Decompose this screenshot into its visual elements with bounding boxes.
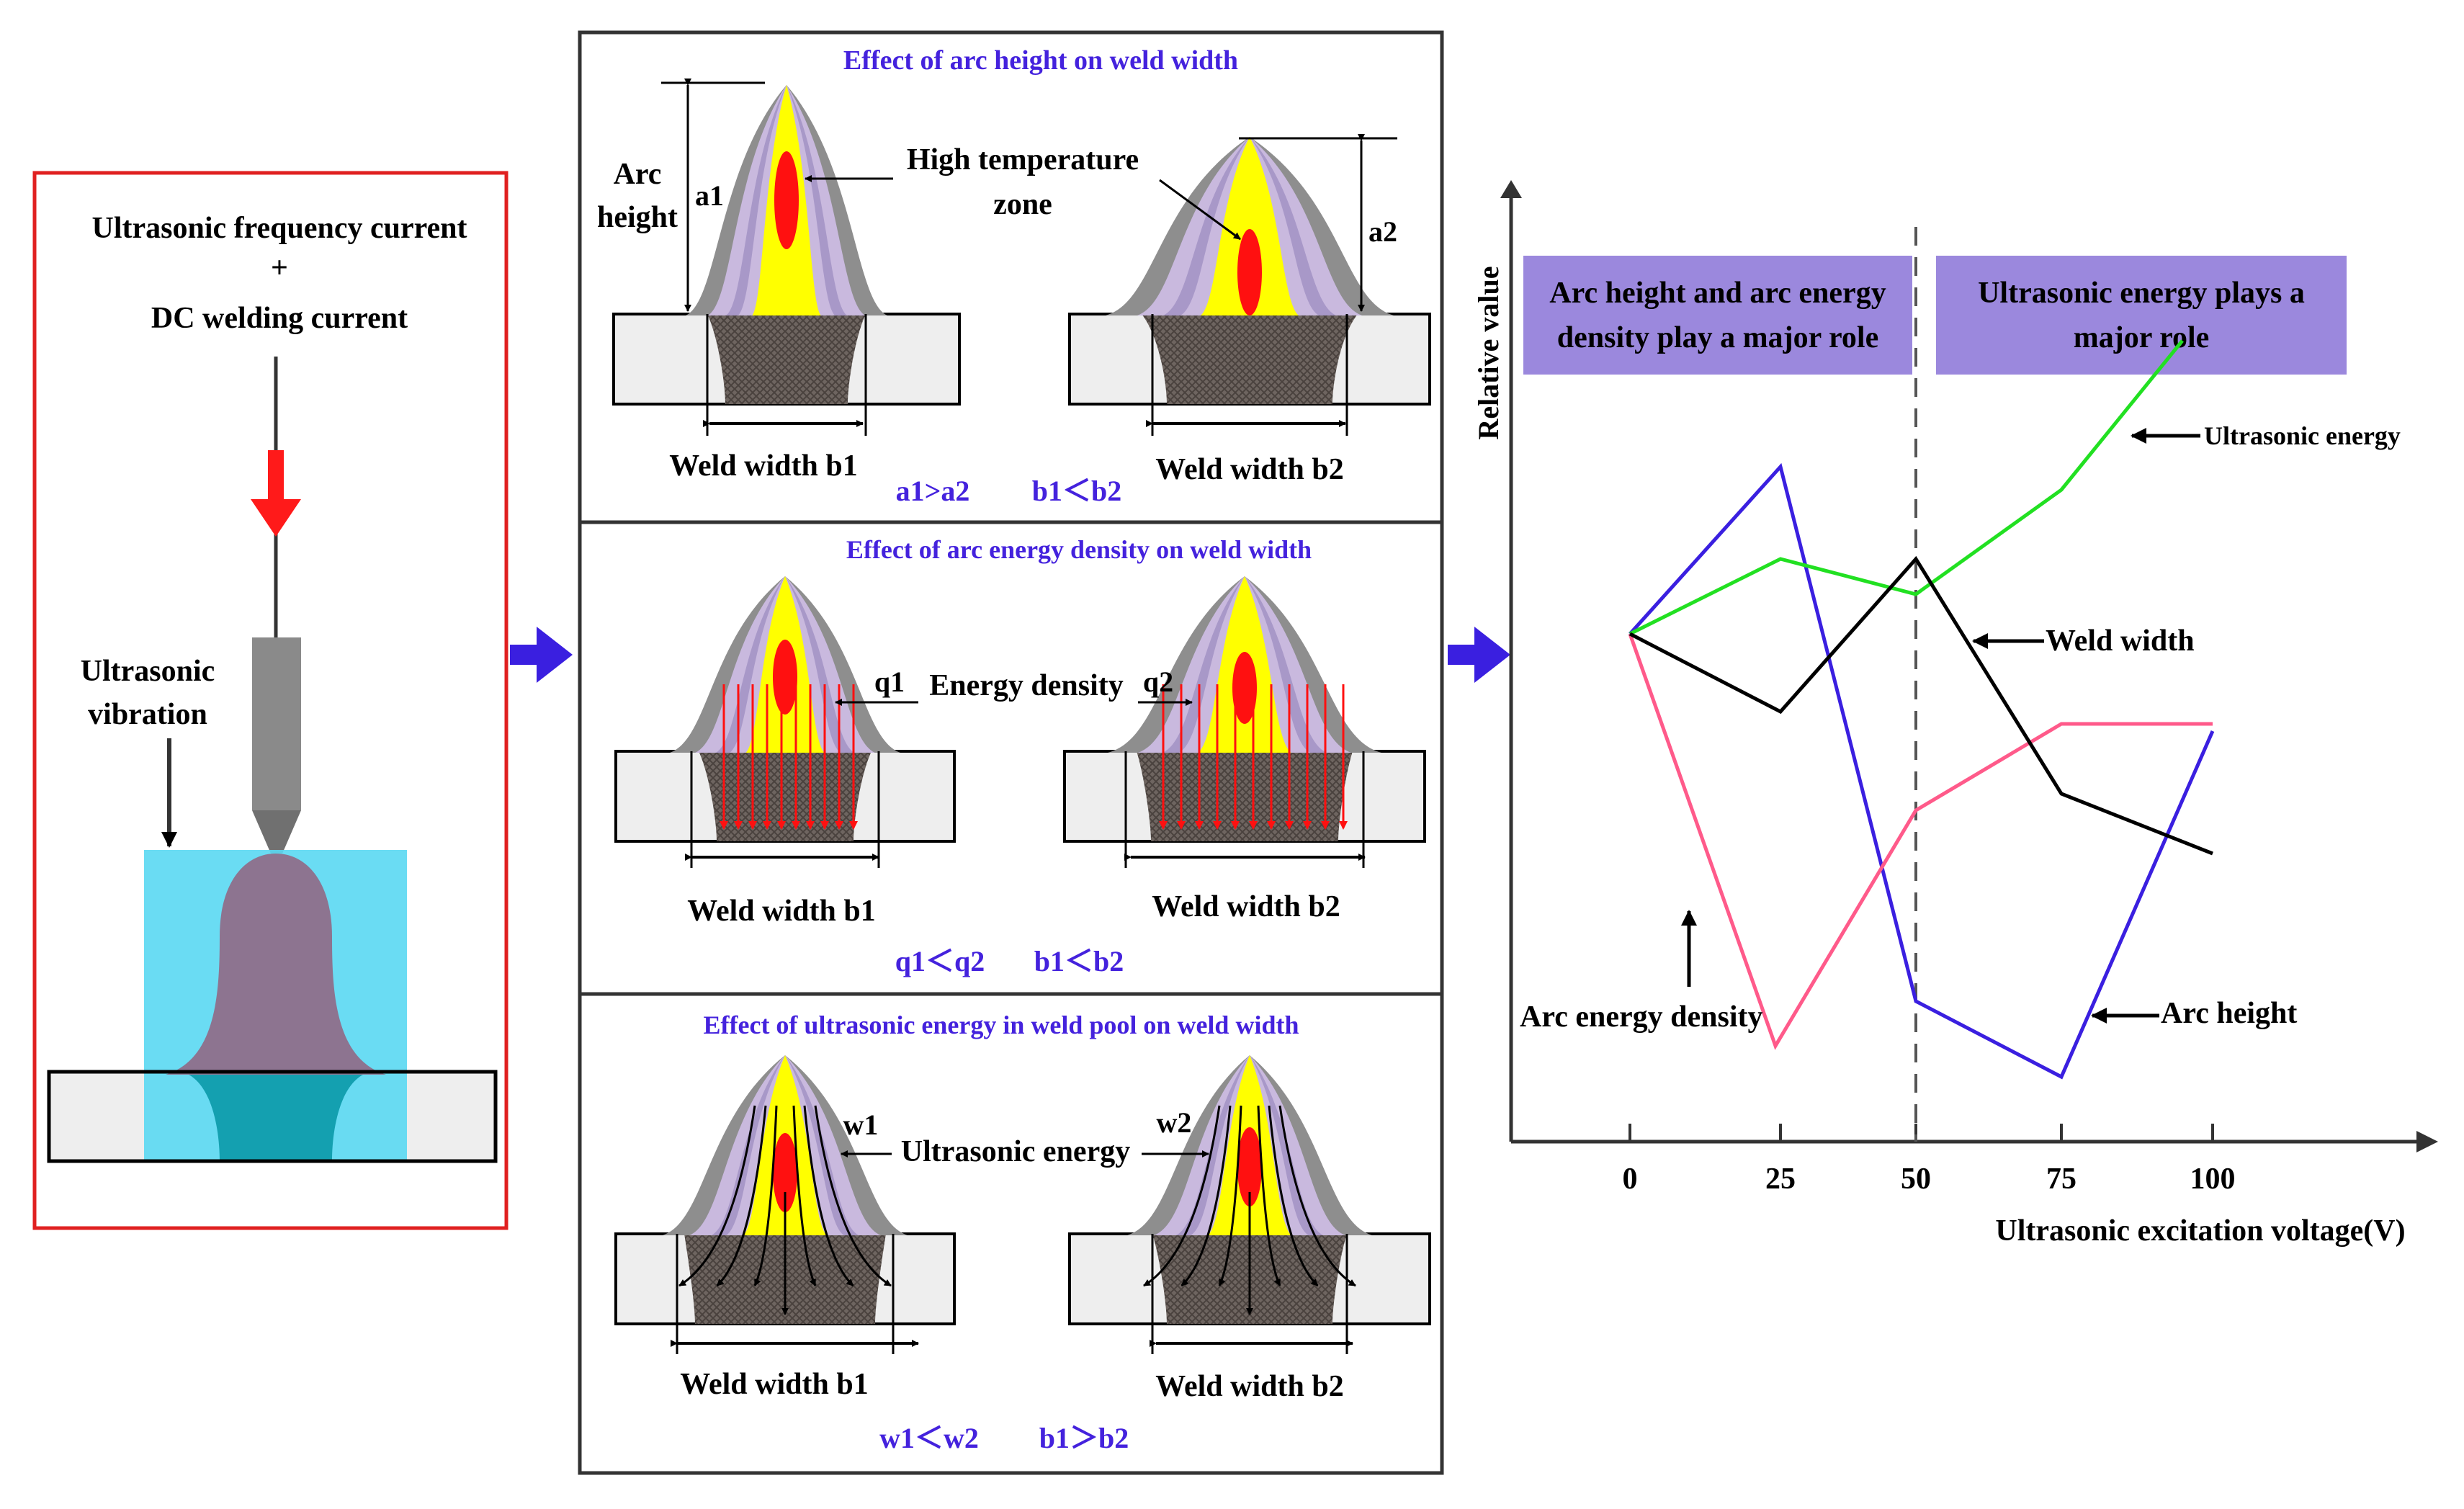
arc-energy-density-line xyxy=(1628,633,2213,1050)
vibration-label-2: vibration xyxy=(88,698,207,731)
density-device-1 xyxy=(614,576,956,868)
relation-b-1: q1＜q2 xyxy=(895,945,985,977)
density-device-2 xyxy=(1063,576,1426,868)
left-panel-frame xyxy=(32,171,509,1230)
energy-density-label: Energy density xyxy=(929,669,1124,702)
ultra-device-1 xyxy=(614,1055,956,1354)
panel-energy-density: Effect of arc energy density on weld wid… xyxy=(614,535,1426,977)
label-arc-energy-density: Arc energy density xyxy=(1520,1000,1763,1034)
w2-label: w2 xyxy=(1157,1106,1192,1139)
relation-a-1: a1>a2 xyxy=(896,475,970,507)
weld-width-b2-b: Weld width b2 xyxy=(1152,890,1340,923)
weld-pool xyxy=(189,1075,363,1161)
arc-height-label-1: Arc xyxy=(614,158,662,191)
ultrasonic-energy-label: Ultrasonic energy xyxy=(901,1135,1130,1168)
x-tick-label: 25 xyxy=(1765,1163,1796,1196)
arc-height-line xyxy=(1629,462,2215,1080)
ultrasonic-probe xyxy=(252,637,301,810)
left-phase-text-2: density play a major role xyxy=(1557,321,1878,354)
relation-c-2: b1＞b2 xyxy=(1039,1422,1129,1454)
left-phase-text-1: Arc height and arc energy xyxy=(1549,277,1886,310)
w1-label: w1 xyxy=(843,1109,879,1141)
x-tick-label: 50 xyxy=(1901,1163,1931,1196)
plus-sign: + xyxy=(271,251,288,285)
flow-arrow-2 xyxy=(1448,627,1510,683)
ultra-device-2 xyxy=(1068,1055,1431,1354)
arc-device-1 xyxy=(612,85,961,436)
x-tick-label: 100 xyxy=(2190,1163,2236,1196)
left-panel: Ultrasonic frequency current + DC weldin… xyxy=(32,171,509,1230)
panel-ultrasonic-energy: Effect of ultrasonic energy in weld pool… xyxy=(614,1011,1431,1454)
x-axis-label: Ultrasonic excitation voltage(V) xyxy=(1995,1214,2405,1248)
arc-plasma xyxy=(166,854,386,1075)
weld-width-b1-a: Weld width b1 xyxy=(669,449,857,483)
right-phase-box xyxy=(1936,256,2347,375)
panel-b-title: Effect of arc energy density on weld wid… xyxy=(846,535,1312,564)
middle-frame xyxy=(578,30,1444,1475)
arc-height-label-2: height xyxy=(597,201,678,234)
label-weld-width: Weld width xyxy=(2046,624,2195,658)
weld-width-b1-b: Weld width b1 xyxy=(687,895,875,928)
arc-device-2 xyxy=(1068,137,1431,436)
label-ultrasonic-energy: Ultrasonic energy xyxy=(2204,421,2401,450)
x-tick-label: 0 xyxy=(1623,1163,1638,1196)
htz-label-2: zone xyxy=(993,188,1052,221)
right-phase-text-2: major role xyxy=(2074,321,2210,354)
panel-a-title: Effect of arc height on weld width xyxy=(843,45,1238,76)
relative-value-chart: Relative value Ultrasonic excitation vol… xyxy=(1472,180,2438,1248)
x-tick-label: 75 xyxy=(2046,1163,2077,1196)
htz-label-1: High temperature xyxy=(907,143,1139,176)
y-axis-label: Relative value xyxy=(1472,266,1505,439)
red-arrow-head xyxy=(251,499,301,537)
a1-label: a1 xyxy=(695,179,724,212)
weld-width-b2-c: Weld width b2 xyxy=(1155,1370,1343,1403)
weld-width-b2-a: Weld width b2 xyxy=(1155,453,1343,486)
ultrasonic-energy-line xyxy=(1629,339,2184,636)
vibration-label-1: Ultrasonic xyxy=(81,655,215,688)
right-phase-text-1: Ultrasonic energy plays a xyxy=(1978,277,2305,310)
left-phase-box xyxy=(1523,256,1912,375)
weld-width-b1-c: Weld width b1 xyxy=(680,1368,868,1401)
x-ticks: 0 25 50 75 100 xyxy=(1623,1124,2236,1196)
q1-label: q1 xyxy=(874,666,905,698)
weld-width-line xyxy=(1629,555,2213,856)
relation-c-1: w1＜w2 xyxy=(879,1422,979,1454)
q2-label: q2 xyxy=(1143,666,1173,698)
probe-tip xyxy=(252,810,301,854)
relation-b-2: b1＜b2 xyxy=(1034,945,1124,977)
a2-label: a2 xyxy=(1368,215,1397,248)
current-line-2: DC welding current xyxy=(151,302,408,335)
panel-c-title: Effect of ultrasonic energy in weld pool… xyxy=(704,1011,1299,1039)
label-arc-height: Arc height xyxy=(2161,997,2297,1030)
red-arrow-shaft xyxy=(268,450,284,501)
panel-arc-height: Effect of arc height on weld width Arc h… xyxy=(597,45,1431,507)
current-line-1: Ultrasonic frequency current xyxy=(91,212,467,245)
flow-arrow-1 xyxy=(510,627,573,683)
relation-a-2: b1＜b2 xyxy=(1032,475,1122,507)
